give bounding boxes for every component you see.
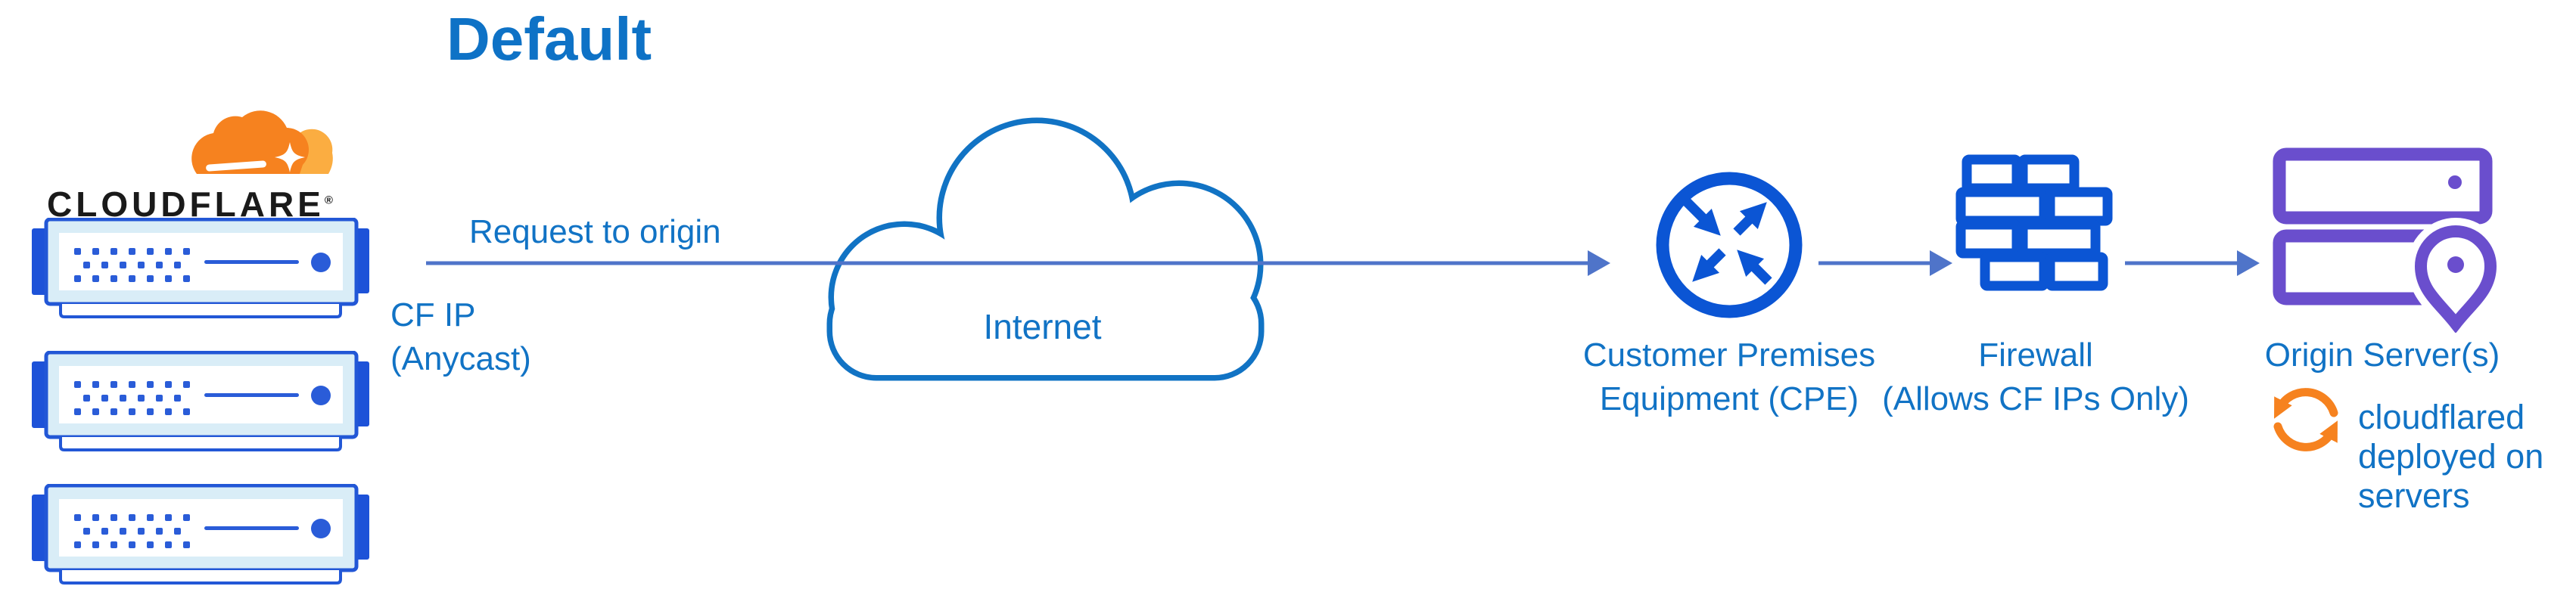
cpe-label: Customer Premises Equipment (CPE) <box>1578 333 1881 421</box>
cf-ip-line1: CF IP <box>390 296 476 333</box>
request-to-origin-label: Request to origin <box>469 213 721 250</box>
sync-arrows-icon <box>2273 388 2338 451</box>
firewall-label: Firewall (Allows CF IPs Only) <box>1875 333 2196 421</box>
cpe-label-line1: Customer Premises <box>1582 336 1876 374</box>
cloudflare-server-rack-icon <box>32 218 369 318</box>
cloudflare-logo-cloud-icon <box>191 110 333 174</box>
cloudflare-server-rack-icon <box>32 351 369 451</box>
cf-ip-anycast-label: CF IP (Anycast) <box>390 293 531 381</box>
cpe-label-line2: Equipment (CPE) <box>1599 380 1859 417</box>
origin-server-icon <box>2273 147 2505 333</box>
registered-mark: ® <box>324 194 333 207</box>
cpe-router-icon <box>1656 172 1803 318</box>
cloudflare-wordmark: CLOUDFLARE® <box>47 184 333 225</box>
internet-label: Internet <box>983 307 1102 346</box>
cloudflared-note-line3: servers <box>2358 476 2470 515</box>
firewall-label-line1: Firewall <box>1978 336 2093 374</box>
cloudflare-server-rack-icon <box>32 484 369 585</box>
firewall-label-line2: (Allows CF IPs Only) <box>1882 380 2189 417</box>
firewall-brick-icon <box>1955 154 2113 291</box>
location-pin-icon <box>2406 218 2505 333</box>
cloudflared-note-line1: cloudflared <box>2358 398 2525 436</box>
page-title: Default <box>446 5 652 73</box>
cf-ip-line2: (Anycast) <box>390 340 531 377</box>
cloudflared-note-line2: deployed on <box>2358 437 2544 476</box>
origin-servers-label: Origin Server(s) <box>2264 336 2500 374</box>
cloudflare-wordmark-text: CLOUDFLARE <box>47 185 325 224</box>
cloudflared-note: cloudflared deployed on servers <box>2358 398 2543 516</box>
